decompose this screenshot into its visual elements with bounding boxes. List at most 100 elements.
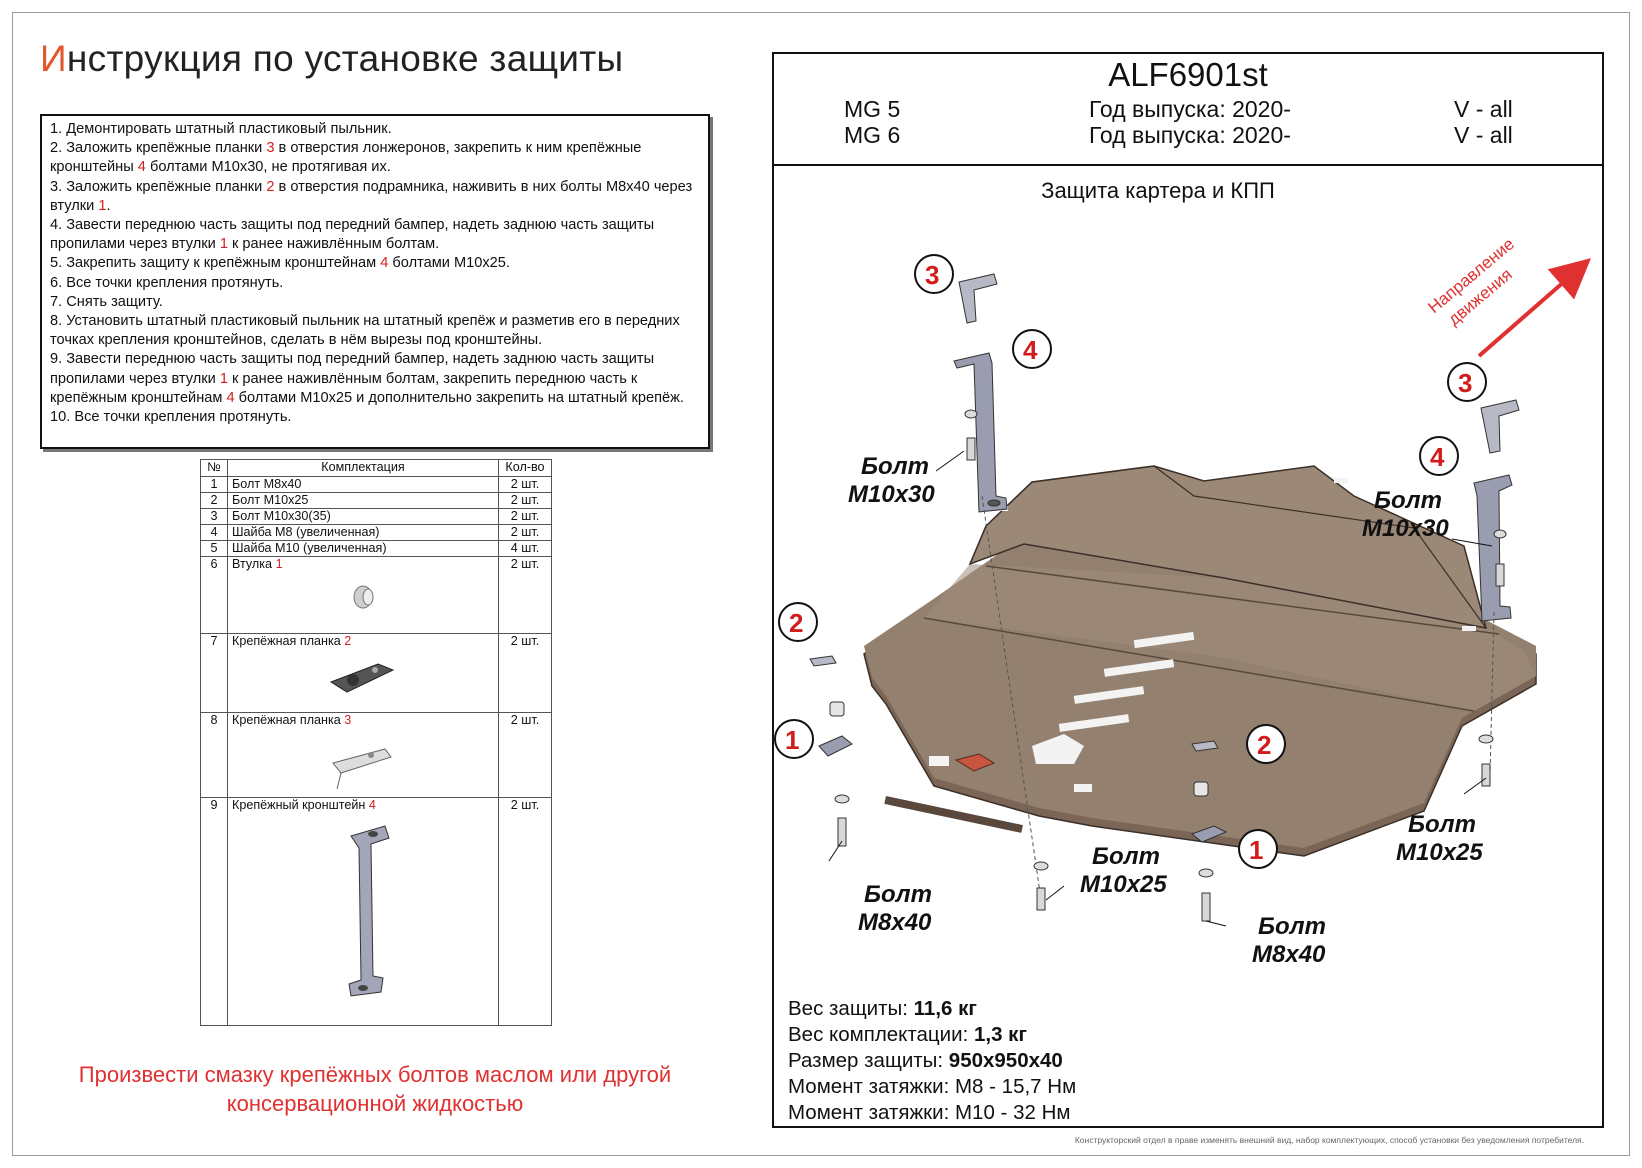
svg-text:2: 2 — [789, 608, 803, 638]
instruction-text: болтами М10х30, не протягивая их. — [145, 159, 391, 176]
instruction-step: 1. Демонтировать штатный пластиковый пыл… — [50, 120, 700, 139]
callout-3-left: 3 — [914, 254, 954, 294]
kit-item: Крепёжная планка 3 — [227, 712, 499, 798]
kit-row: 3 Болт М10х30(35) 2 шт. — [200, 508, 552, 525]
instruction-text: 1. Демонтировать штатный пластиковый пыл… — [50, 121, 392, 137]
lubrication-note: Произвести смазку крепёжных болтов масло… — [40, 1060, 710, 1118]
instruction-text: . — [106, 197, 111, 214]
bolt-label-m10x30-right-size: М10х30 — [1362, 515, 1449, 542]
kit-num: 9 — [200, 797, 228, 1026]
bolt-label-m10x30-left-size: М10х30 — [848, 481, 935, 508]
kit-qty: 2 шт. — [498, 556, 552, 634]
svg-text:3: 3 — [925, 260, 939, 290]
kit-item: Болт М8х40 — [227, 476, 499, 493]
kit-item-ref: 3 — [344, 713, 352, 727]
kit-item-name: Крепёжный кронштейн — [232, 798, 369, 812]
kit-num: 8 — [200, 712, 228, 798]
note-line-2: консервационной жидкостью — [226, 1091, 524, 1116]
kit-qty: 2 шт. — [498, 508, 552, 525]
spec-row: Вес комплектации: 1,3 кг — [788, 1022, 1076, 1048]
instruction-text: 5. Закрепить защиту к крепёжным кронштей… — [50, 255, 381, 272]
bolt-label-m10x25-center-word: Болт — [1092, 843, 1160, 870]
plate2-icon — [232, 652, 494, 705]
callout-2-left: 2 — [778, 602, 818, 642]
bolt-label-m10x30-left-word: Болт — [861, 453, 929, 480]
spec-row: Размер защиты: 950х950х40 — [788, 1048, 1076, 1074]
instruction-text: 9. Завести переднюю часть защиты под пер… — [50, 351, 655, 387]
direction-arrow — [1477, 258, 1592, 358]
svg-text:3: 3 — [1458, 368, 1472, 398]
instructions-box: 1. Демонтировать штатный пластиковый пыл… — [40, 114, 710, 449]
part-ref: 2 — [266, 178, 275, 195]
leader-lines — [828, 450, 1493, 927]
direction-indicator: Направление движения — [1424, 234, 1592, 358]
kit-item-ref: 1 — [275, 557, 283, 571]
kit-item: Болт М10х25 — [227, 492, 499, 509]
bolt-label-m10x30-right-word: Болт — [1374, 487, 1442, 514]
part-ref: 1 — [219, 370, 228, 387]
spec-label: Момент затяжки: — [788, 1075, 955, 1098]
callout-4-left: 4 — [1012, 329, 1052, 369]
kit-row: 6 Втулка 1 2 шт. — [200, 556, 552, 634]
kit-num: 7 — [200, 633, 228, 713]
kit-num: 1 — [200, 476, 228, 493]
kit-item-name: Крепёжная планка — [232, 713, 345, 727]
instruction-text: 2. Заложить крепёжные планки — [50, 140, 267, 157]
bolt-label-m8x40-right-size: М8х40 — [1252, 941, 1326, 966]
kit-item: Шайба М10 (увеличенная) — [227, 540, 499, 557]
exploded-diagram: Направление движения — [774, 234, 1592, 966]
kit-row: 7 Крепёжная планка 2 2 шт. — [200, 633, 552, 713]
kit-item: Шайба М8 (увеличенная) — [227, 524, 499, 541]
kit-item-name: Болт М10х30(35) — [232, 509, 331, 523]
instruction-step: 9. Завести переднюю часть защиты под пер… — [50, 350, 700, 408]
instruction-text: в отверстия лонжеронов, закрепить к ним … — [50, 140, 642, 176]
kit-item-ref: 2 — [344, 634, 352, 648]
engine-2: V - all — [1454, 122, 1513, 148]
instruction-step: 10. Все точки крепления протянуть. — [50, 408, 700, 427]
kit-qty: 2 шт. — [498, 633, 552, 713]
kit-item-name: Болт М10х25 — [232, 493, 309, 507]
part-ref: 4 — [380, 255, 389, 272]
spec-value: M10 - 32 Нм — [954, 1101, 1071, 1124]
callout-1-left: 1 — [774, 719, 814, 759]
kit-num: 4 — [200, 524, 228, 541]
instruction-step: 4. Завести переднюю часть защиты под пер… — [50, 216, 700, 254]
instruction-text: 3. Заложить крепёжные планки — [50, 178, 267, 195]
kit-item-name: Крепёжная планка — [232, 634, 345, 648]
kit-num: 2 — [200, 492, 228, 509]
bracket-icon — [232, 816, 494, 1009]
bolt-label-m10x25-center-size: М10х25 — [1080, 871, 1167, 898]
svg-text:4: 4 — [1023, 335, 1038, 365]
callout-2-center: 2 — [1246, 724, 1286, 764]
instruction-text: 8. Установить штатный пластиковый пыльни… — [50, 313, 680, 349]
kit-num: 6 — [200, 556, 228, 634]
spec-value: 950х950х40 — [948, 1049, 1063, 1072]
kit-num: 5 — [200, 540, 228, 557]
bolt-label-m8x40-left-word: Болт — [864, 881, 932, 908]
instruction-text: 7. Снять защиту. — [50, 293, 163, 310]
spec-row: Вес защиты: 11,6 кг — [788, 996, 1076, 1022]
kit-header-name: Комплектация — [227, 459, 499, 477]
title-rest: нструкция по установке защиты — [66, 38, 624, 79]
instruction-text: 6. Все точки крепления протянуть. — [50, 274, 284, 291]
spec-label: Вес комплектации: — [788, 1023, 974, 1046]
plate3-icon — [232, 731, 494, 794]
kit-qty: 2 шт. — [498, 712, 552, 798]
bushing-icon — [232, 575, 494, 618]
callout-3-right: 3 — [1447, 362, 1487, 402]
product-header: ALF6901st MG 5 Год выпуска: 2020- V - al… — [774, 54, 1602, 166]
bolt-label-m8x40-left-size: М8х40 — [858, 909, 932, 936]
kit-num: 3 — [200, 508, 228, 525]
instruction-step: 2. Заложить крепёжные планки 3 в отверст… — [50, 139, 700, 177]
instruction-step: 3. Заложить крепёжные планки 2 в отверст… — [50, 178, 700, 216]
kit-item-name: Шайба М10 (увеличенная) — [232, 541, 387, 555]
product-code: ALF6901st — [1108, 56, 1268, 93]
kit-item-ref: 4 — [368, 798, 376, 812]
kit-item: Крепёжный кронштейн 4 — [227, 797, 499, 1026]
kit-item-name: Втулка — [232, 557, 276, 571]
instruction-text: 10. Все точки крепления протянуть. — [50, 409, 292, 426]
